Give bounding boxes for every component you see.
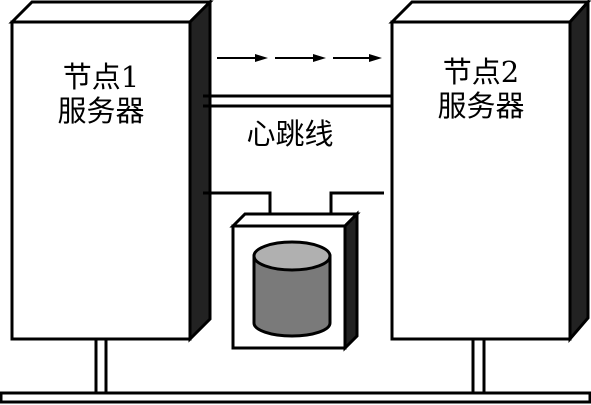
node2-server xyxy=(388,0,591,344)
node2-name: 节点2 xyxy=(442,55,520,89)
node1-label: 节点1 服务器 xyxy=(12,60,190,128)
storage-top-face xyxy=(229,212,361,228)
node2-side-face xyxy=(568,0,590,344)
node2-top-face xyxy=(388,0,591,24)
base-rail xyxy=(0,391,591,404)
node1-name: 节点1 xyxy=(62,60,140,94)
database-cylinder-icon xyxy=(252,240,332,338)
node2-front-face xyxy=(390,20,572,341)
data-flow-arrows xyxy=(217,54,382,62)
node1-side-face xyxy=(188,0,212,343)
node2-label: 节点2 服务器 xyxy=(392,55,570,123)
node1-front-face xyxy=(10,20,192,341)
arrow-right-icon xyxy=(333,54,382,62)
node1-top-face xyxy=(8,0,214,24)
node1-storage-wire xyxy=(203,191,272,214)
heartbeat-label: 心跳线 xyxy=(246,117,334,151)
node2-role: 服务器 xyxy=(437,89,525,123)
arrow-right-icon xyxy=(275,54,326,62)
storage-side-face xyxy=(343,210,359,352)
heartbeat-line xyxy=(203,94,392,108)
shared-storage xyxy=(229,210,361,352)
node1-server xyxy=(8,0,214,343)
node2-storage-wire xyxy=(329,191,384,214)
arrow-right-icon xyxy=(217,54,268,62)
node1-role: 服务器 xyxy=(57,94,145,128)
